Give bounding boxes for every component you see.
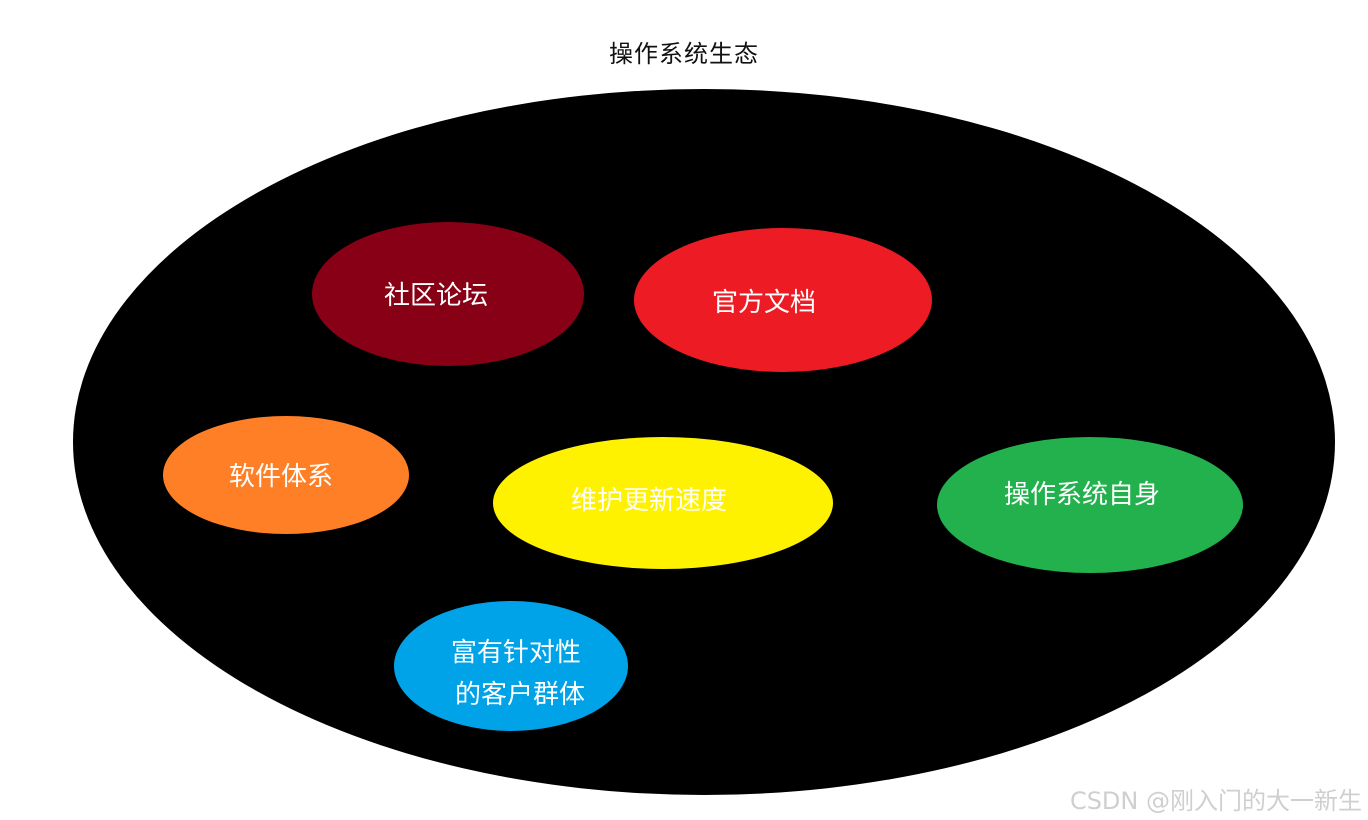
maintenance-label: 维护更新速度 (571, 486, 727, 516)
node-maintenance: 维护更新速度 (493, 437, 833, 569)
os-self-ellipse (937, 437, 1243, 573)
node-customers: 富有针对性 的客户群体 (394, 601, 628, 731)
docs-label: 官方文档 (712, 288, 816, 318)
diagram-title: 操作系统生态 (609, 40, 759, 68)
node-docs: 官方文档 (634, 228, 932, 372)
customers-ellipse (394, 601, 628, 731)
os-self-label: 操作系统自身 (1004, 480, 1160, 510)
node-software: 软件体系 (163, 416, 409, 534)
node-os-self: 操作系统自身 (937, 437, 1243, 573)
docs-ellipse (634, 228, 932, 372)
software-label: 软件体系 (229, 462, 333, 492)
software-ellipse (163, 416, 409, 534)
community-label: 社区论坛 (384, 281, 488, 311)
node-community: 社区论坛 (312, 222, 584, 366)
csdn-watermark: CSDN @刚入门的大一新生 (1069, 787, 1362, 815)
customers-label: 富有针对性 的客户群体 (451, 638, 589, 710)
maintenance-ellipse (493, 437, 833, 569)
community-ellipse (312, 222, 584, 366)
